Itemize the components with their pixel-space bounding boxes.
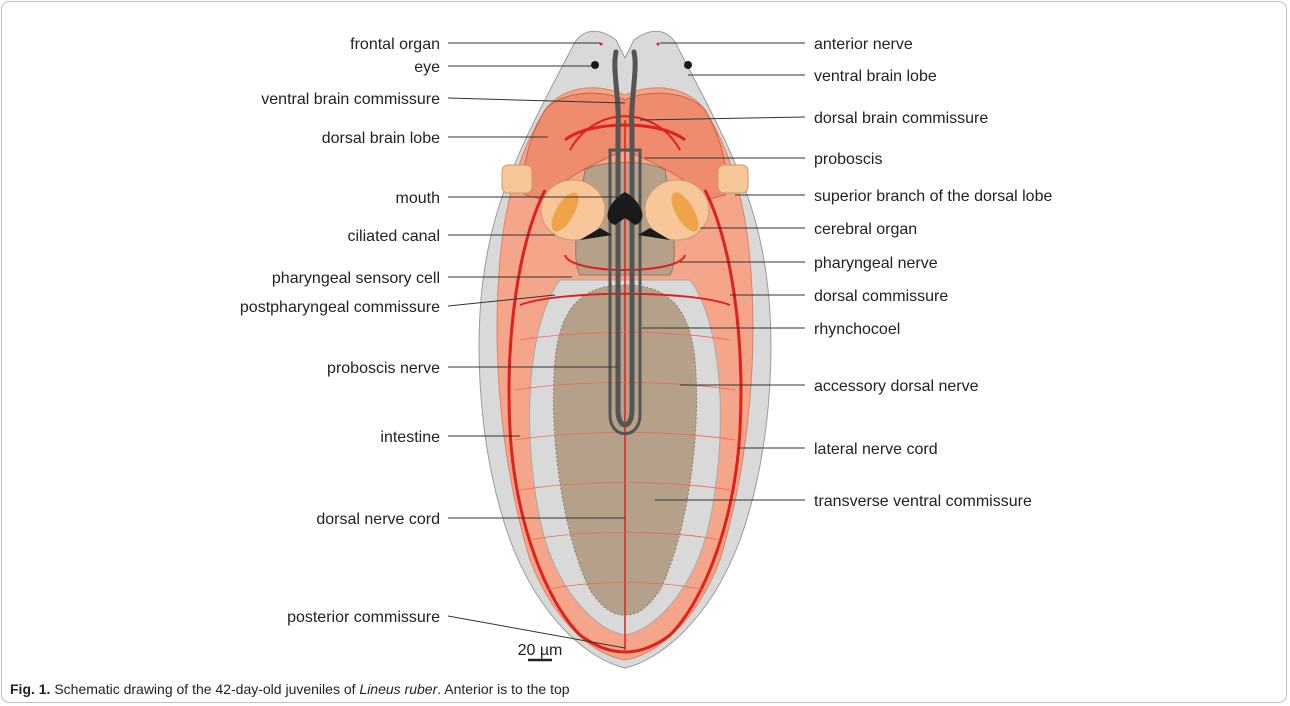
label-postpharyngeal-commissure: postpharyngeal commissure [240,299,440,316]
label-proboscis: proboscis [814,151,882,168]
label-eye: eye [414,59,440,76]
eye-left [591,61,599,69]
label-ventral-brain-commissure: ventral brain commissure [261,91,440,108]
label-accessory-dorsal-nerve: accessory dorsal nerve [814,378,979,395]
caption-label: Fig. 1. [10,681,50,697]
label-cerebral-organ: cerebral organ [814,221,917,238]
eye-right [684,61,692,69]
label-superior-branch-dorsal-lobe: superior branch of the dorsal lobe [814,188,1052,205]
label-mouth: mouth [396,190,440,207]
label-pharyngeal-nerve: pharyngeal nerve [814,255,938,272]
cephalic-slit-left [502,165,532,193]
labels-right: anterior nerve ventral brain lobe dorsal… [814,36,1052,510]
label-dorsal-nerve-cord: dorsal nerve cord [316,511,440,528]
label-lateral-nerve-cord: lateral nerve cord [814,441,938,458]
label-dorsal-brain-commissure: dorsal brain commissure [814,110,988,127]
scale-bar-label: 20 µm [518,642,563,659]
label-pharyngeal-sensory-cell: pharyngeal sensory cell [272,270,440,287]
caption-text-before: Schematic drawing of the 42-day-old juve… [50,681,359,697]
caption-text-after: . Anterior is to the top [437,681,569,697]
label-dorsal-brain-lobe: dorsal brain lobe [322,130,440,147]
label-ciliated-canal: ciliated canal [348,228,441,245]
caption-species: Lineus ruber [359,681,437,697]
figure-caption: Fig. 1. Schematic drawing of the 42-day-… [10,681,570,697]
label-proboscis-nerve: proboscis nerve [327,360,440,377]
anterior-nerve-dot [657,43,660,46]
label-intestine: intestine [380,429,440,446]
label-dorsal-commissure: dorsal commissure [814,288,948,305]
cephalic-slit-right [718,165,748,193]
label-anterior-nerve: anterior nerve [814,36,913,53]
label-rhynchocoel: rhynchocoel [814,321,900,338]
label-ventral-brain-lobe: ventral brain lobe [814,68,937,85]
label-transverse-ventral-commissure: transverse ventral commissure [814,493,1032,510]
label-posterior-commissure: posterior commissure [287,609,440,626]
label-frontal-organ: frontal organ [350,36,440,53]
labels-left: frontal organ eye ventral brain commissu… [240,36,440,626]
